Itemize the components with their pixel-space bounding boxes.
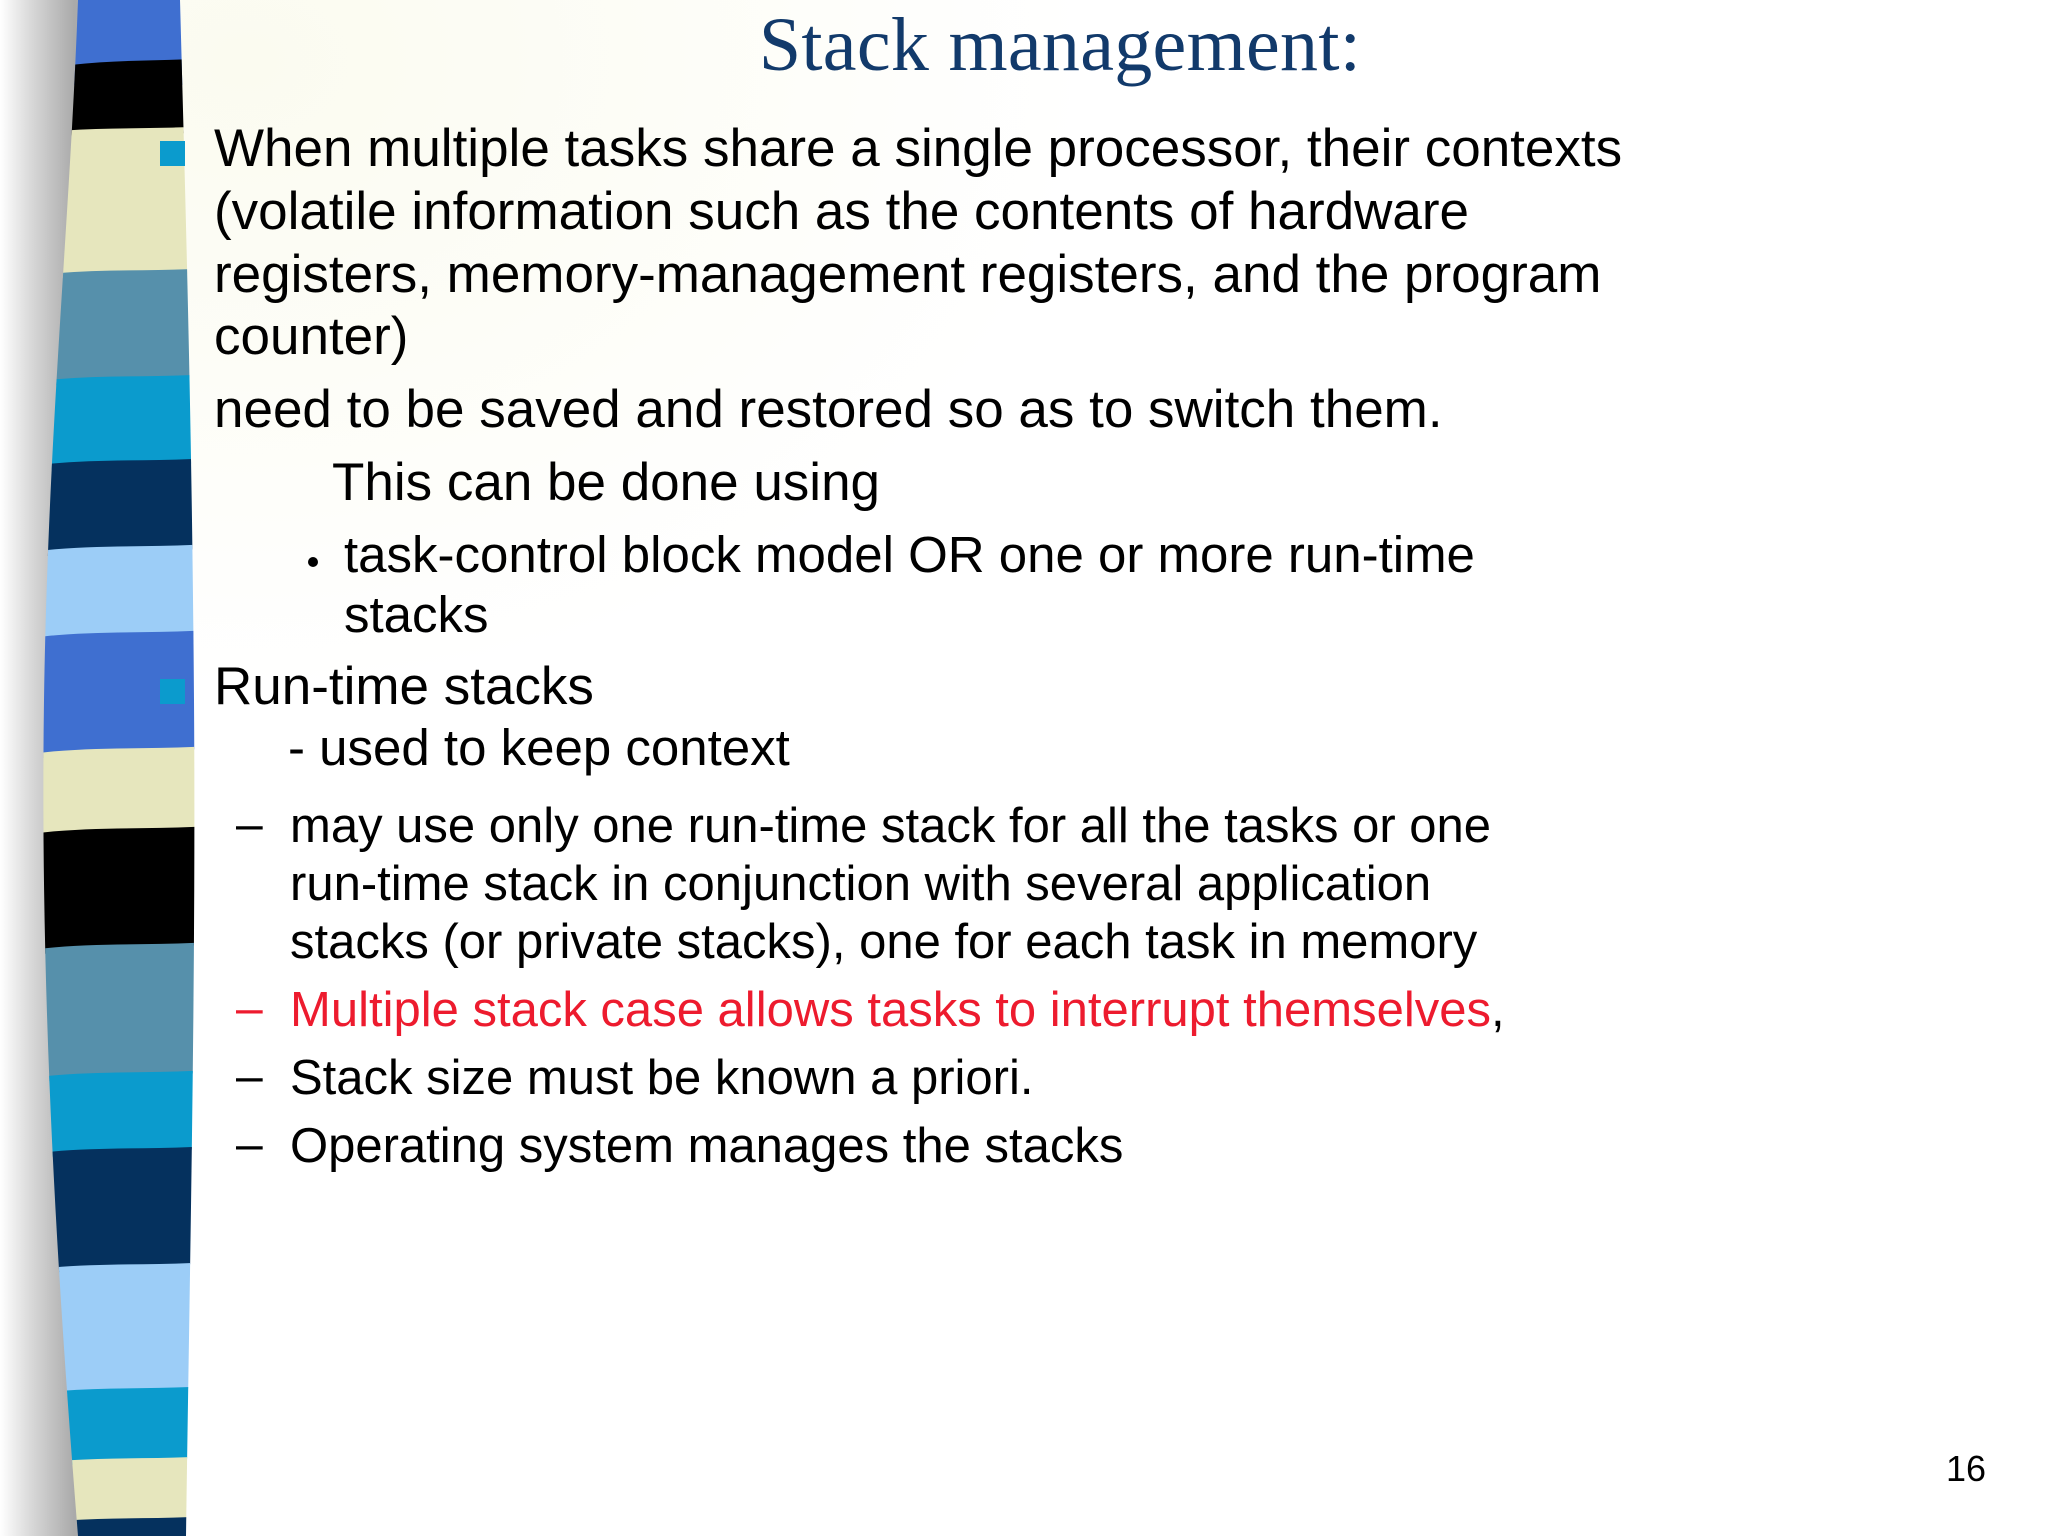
dash-item-1-line-2: run-time stack in conjunction with sever… [290, 856, 1432, 911]
dash-item-3-text: Stack size must be known a priori. [290, 1051, 1034, 1106]
en-dash-icon: – [236, 982, 263, 1036]
spacer [160, 442, 2030, 452]
bullet-1-line-1: When multiple tasks share a single proce… [214, 119, 1623, 178]
dot-bullet-icon [308, 556, 318, 567]
dash-item-4-text: Operating system manages the stacks [290, 1119, 1124, 1174]
dash-item-3: – Stack size must be known a priori. [236, 1049, 2030, 1107]
square-bullet-icon [160, 678, 185, 704]
bullet-2-line-1: Run-time stacks [214, 656, 594, 716]
dot-bullet-item-1: task-control block model OR one or more … [308, 525, 2030, 585]
slide-body: When multiple tasks share a single proce… [160, 118, 2030, 1175]
bullet-1-continuation-5: need to be saved and restored so as to s… [214, 379, 2030, 442]
slide-title: Stack management: [758, 3, 1362, 87]
en-dash-icon: – [236, 797, 263, 851]
bullet-1-line-3: registers, memory-management registers, … [214, 244, 1602, 304]
dot-bullet-1-continuation: stacks [344, 585, 2030, 645]
bullet-1-continuation-2: (volatile information such as the conten… [214, 181, 2030, 244]
bullet-1-line-5: need to be saved and restored so as to s… [214, 380, 1443, 440]
dash-item-1-text: may use only one run-time stack for all … [290, 797, 1491, 971]
dash-item-1-line-1: may use only one run-time stack for all … [290, 798, 1492, 853]
dash-item-4: – Operating system manages the stacks [236, 1117, 2030, 1175]
dash-item-2-red-text: Multiple stack case allows tasks to inte… [290, 983, 1491, 1038]
bullet-1-line-6: This can be done using [332, 452, 881, 512]
dash-item-2-highlighted: – Multiple stack case allows tasks to in… [236, 981, 2030, 1039]
bullet-1-continuation-3: registers, memory-management registers, … [214, 244, 2030, 307]
dash-item-2-trailing-comma: , [1490, 983, 1505, 1038]
bullet-1-continuation-4: counter) [214, 306, 2030, 369]
spacer [160, 515, 2030, 525]
dash-item-1-line-3: stacks (or private stacks), one for each… [290, 914, 1478, 969]
spacer [160, 779, 2030, 797]
spacer [160, 971, 2030, 981]
bullet-item-1: When multiple tasks share a single proce… [160, 118, 2030, 181]
sub-line-this-can-be-done: This can be done using [332, 452, 2030, 515]
spacer [160, 1107, 2030, 1117]
bullet-item-2: Run-time stacks [160, 656, 2030, 719]
spacer [160, 369, 2030, 379]
bullet-1-line-4: counter) [214, 307, 409, 367]
bullet-2-sub-text: - used to keep context [288, 719, 790, 777]
en-dash-icon: – [236, 1118, 263, 1172]
bullet-2-sub-line: - used to keep context [288, 718, 2030, 778]
spacer [160, 646, 2030, 656]
dot-bullet-1-line-1: task-control block model OR one or more … [344, 525, 1475, 583]
dash-item-2-text: Multiple stack case allows tasks to inte… [290, 981, 1505, 1039]
spacer [160, 1039, 2030, 1049]
square-bullet-icon [160, 141, 185, 166]
page-number: 16 [1945, 1448, 1986, 1489]
dash-item-1: – may use only one run-time stack for al… [236, 797, 2030, 971]
stripe-shadow [0, 0, 150, 1536]
dot-bullet-1-line-2: stacks [344, 586, 489, 644]
bullet-1-line-2: (volatile information such as the conten… [214, 181, 1469, 241]
en-dash-icon: – [236, 1050, 263, 1104]
